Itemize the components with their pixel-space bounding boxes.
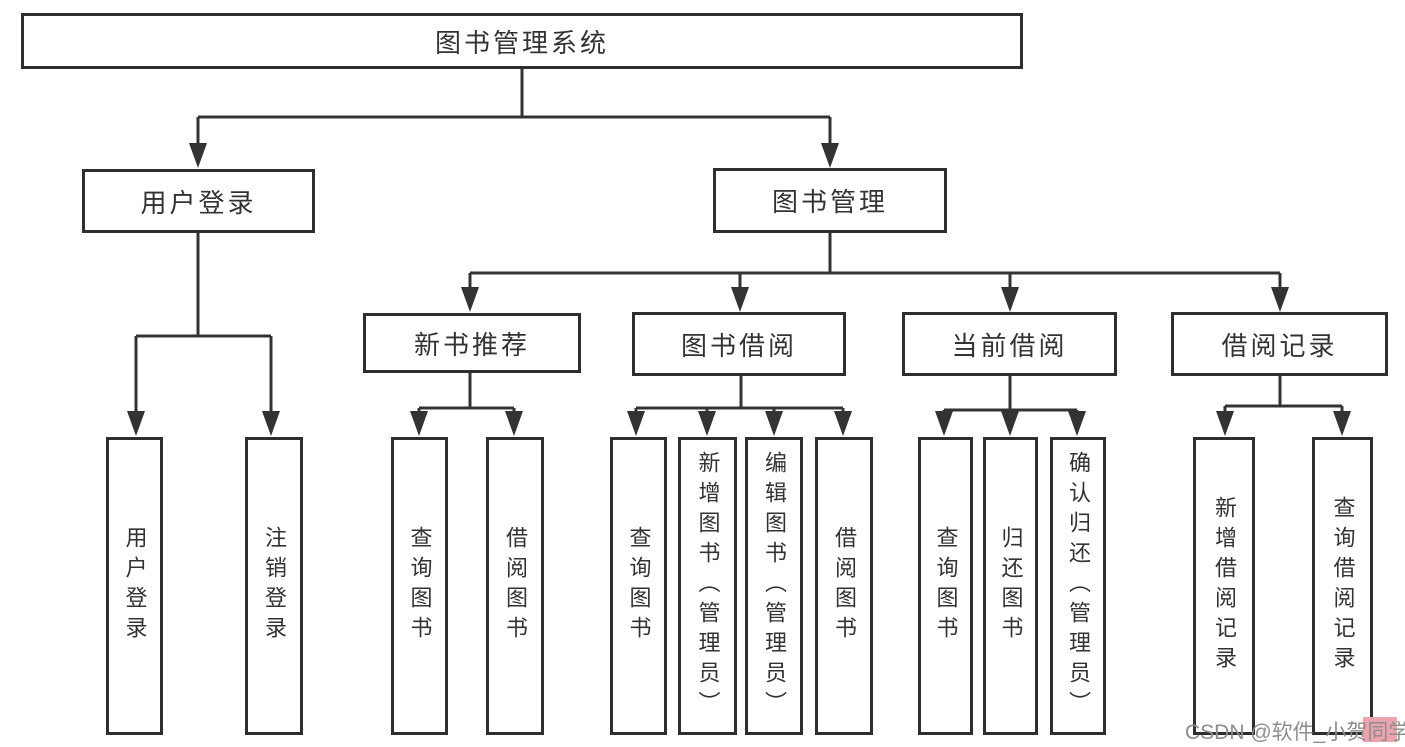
node-current-borrow: 当前借阅	[902, 312, 1117, 376]
leaf-borrow-books: 借阅图书	[815, 437, 873, 735]
leaf-edit-books-admin: 编辑图书（管理员）	[745, 437, 803, 735]
node-book-borrow: 图书借阅	[632, 312, 846, 376]
leaf-user-login: 用户登录	[106, 437, 163, 735]
leaf-return-books: 归还图书	[983, 437, 1038, 735]
leaf-query-borrow-record: 查询借阅记录	[1312, 437, 1373, 735]
leaf-query-books-newbook: 查询图书	[391, 437, 448, 735]
leaf-add-books-admin: 新增图书（管理员）	[678, 437, 737, 735]
node-library-system: 图书管理系统	[21, 13, 1023, 69]
node-borrow-records: 借阅记录	[1171, 312, 1388, 376]
node-user-login: 用户登录	[82, 169, 315, 233]
watermark-text: CSDN @软件_小贺同学	[1185, 721, 1405, 744]
node-new-book-recommend: 新书推荐	[363, 313, 581, 373]
watermark-highlight	[1363, 717, 1397, 742]
arrowheads	[127, 143, 1351, 436]
leaf-query-books-current: 查询图书	[918, 437, 973, 735]
leaf-logout: 注销登录	[245, 437, 303, 735]
leaf-add-borrow-record: 新增借阅记录	[1193, 437, 1255, 735]
leaf-borrow-books-newbook: 借阅图书	[486, 437, 544, 735]
leaf-query-books-borrow: 查询图书	[610, 437, 667, 735]
node-book-management: 图书管理	[713, 168, 947, 233]
leaf-confirm-return-admin: 确认归还（管理员）	[1050, 437, 1106, 735]
